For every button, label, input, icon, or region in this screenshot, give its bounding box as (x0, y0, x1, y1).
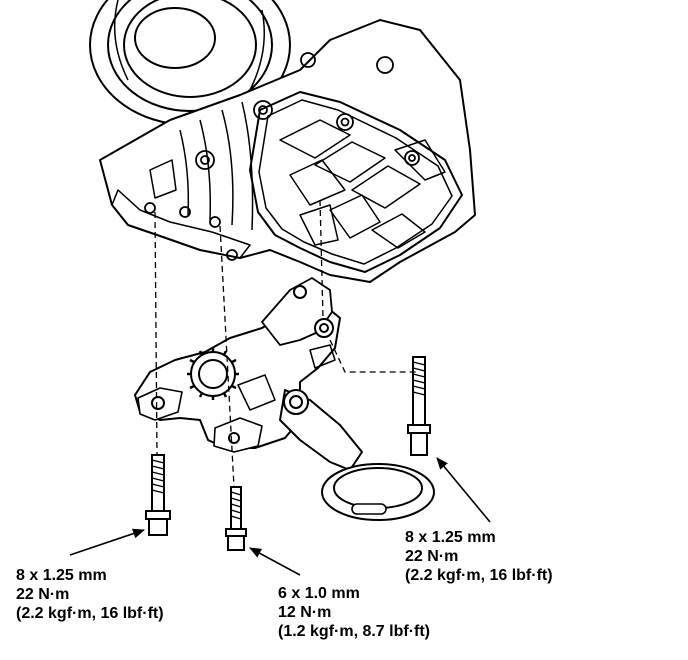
left-bolt-size: 8 x 1.25 mm (16, 567, 107, 584)
right-bolt-size: 8 x 1.25 mm (405, 529, 496, 546)
callout-right-bolt-spec: 8 x 1.25 mm 22 N·m (2.2 kgf·m, 16 lbf·ft… (405, 528, 553, 585)
pump-left-bolt-hole (151, 396, 165, 410)
block-bolt-holes (144, 52, 420, 261)
center-bolt-torque-nm: 12 N·m (278, 604, 332, 621)
leader-arrows (69, 457, 491, 576)
callout-center-bolt-spec: 6 x 1.0 mm 12 N·m (1.2 kgf·m, 8.7 lbf·ft… (278, 584, 430, 641)
left-bolt-torque-alt: (2.2 kgf·m, 16 lbf·ft) (16, 605, 164, 622)
oil-pump (134, 277, 435, 521)
bolt-left (145, 454, 171, 536)
arrow-to-center-bolt (249, 547, 301, 576)
right-bolt-torque-nm: 22 N·m (405, 548, 459, 565)
block-ribs (279, 119, 446, 249)
bolt-center (225, 486, 247, 551)
pump-gear (187, 348, 239, 400)
left-bolt-torque-nm: 22 N·m (16, 586, 70, 603)
right-bolt-torque-alt: (2.2 kgf·m, 16 lbf·ft) (405, 567, 553, 584)
callout-left-bolt-spec: 8 x 1.25 mm 22 N·m (2.2 kgf·m, 16 lbf·ft… (16, 566, 164, 623)
belt-area (149, 101, 254, 231)
alignment-lines (154, 199, 418, 488)
center-bolt-size: 6 x 1.0 mm (278, 585, 360, 602)
bolt-right (407, 356, 431, 456)
oil-strainer (321, 463, 435, 521)
center-bolt-torque-alt: (1.2 kgf·m, 8.7 lbf·ft) (278, 623, 431, 640)
arrow-to-left-bolt (69, 528, 145, 556)
gasket-groove (249, 91, 463, 273)
engine-block (89, 0, 476, 283)
crank-pulley (89, 0, 291, 126)
arrow-to-right-bolt (436, 457, 491, 523)
